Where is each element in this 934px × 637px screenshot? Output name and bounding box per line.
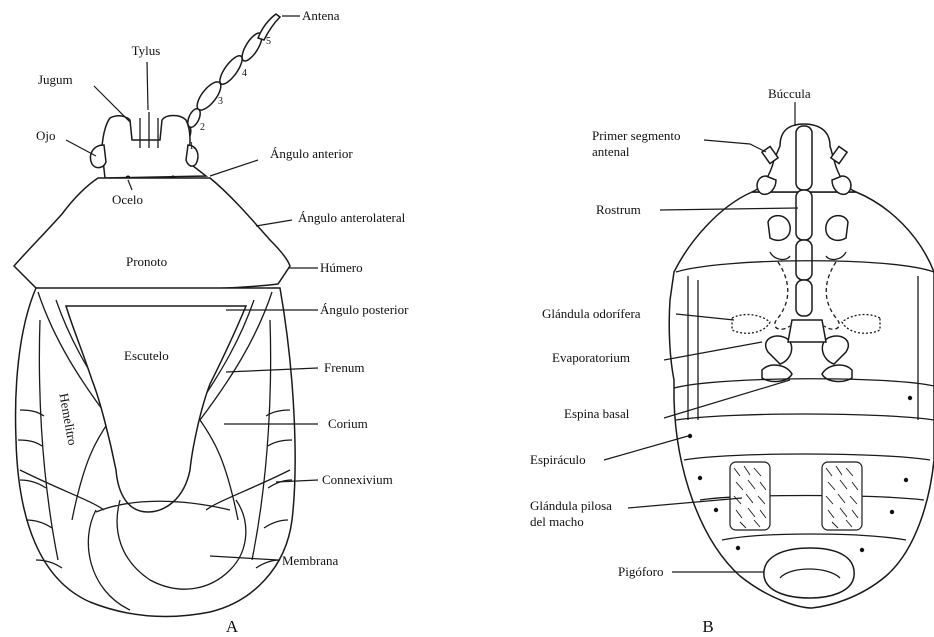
antenna-segment-5: 5	[266, 36, 271, 47]
label-humero: Húmero	[320, 260, 363, 275]
antenna-segment-4: 4	[242, 68, 247, 79]
label-antena: Antena	[302, 8, 340, 23]
pronotum-shape	[14, 178, 290, 290]
label-pronoto: Pronoto	[126, 254, 167, 269]
label-angulo-anterolateral: Ángulo anterolateral	[298, 210, 406, 225]
pygophore-shape	[764, 548, 854, 598]
label-angulo-anterior: Ángulo anterior	[270, 146, 353, 161]
label-frenum: Frenum	[324, 360, 364, 375]
label-glandula-pilosa-line1: Glándula pilosa	[530, 498, 612, 513]
label-evaporatorium: Evaporatorium	[552, 350, 630, 365]
label-escutelo: Escutelo	[124, 348, 169, 363]
label-buccula: Búccula	[768, 86, 811, 101]
antenna-segment-2: 2	[200, 122, 205, 133]
label-angulo-posterior: Ángulo posterior	[320, 302, 409, 317]
label-pigoforo: Pigóforo	[618, 564, 664, 579]
label-membrana: Membrana	[282, 553, 339, 568]
label-ojo: Ojo	[36, 128, 56, 143]
rostrum-segments	[796, 126, 812, 316]
label-tylus: Tylus	[132, 43, 161, 58]
antenna-drawing	[177, 14, 280, 146]
label-primer-segmento-line2: antenal	[592, 144, 630, 159]
label-glandula-pilosa-line2: del macho	[530, 514, 584, 529]
antenna-segment-3: 3	[218, 96, 223, 107]
label-jugum: Jugum	[38, 72, 73, 87]
label-rostrum: Rostrum	[596, 202, 641, 217]
label-corium: Corium	[328, 416, 368, 431]
label-espina-basal: Espina basal	[564, 406, 630, 421]
dorsal-view-drawing	[14, 14, 295, 617]
antenna-segment-1: 1	[189, 141, 194, 152]
label-primer-segmento-line1: Primer segmento	[592, 128, 680, 143]
label-glandula-odorifera: Glándula odorífera	[542, 306, 641, 321]
panel-label-b: B	[702, 617, 713, 636]
label-connexivium: Connexivium	[322, 472, 393, 487]
label-espiraculo: Espiráculo	[530, 452, 586, 467]
label-ocelo: Ocelo	[112, 192, 143, 207]
panel-label-a: A	[226, 617, 239, 636]
ventral-view-drawing	[669, 124, 934, 608]
